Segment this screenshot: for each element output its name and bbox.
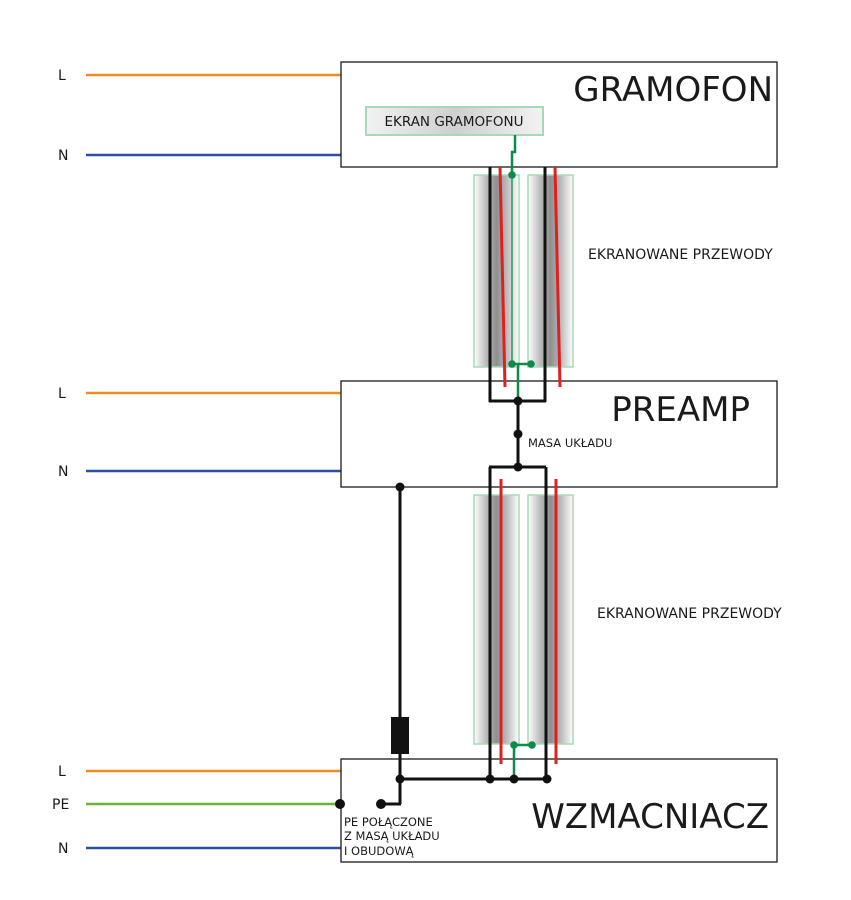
ground-junction (542, 774, 552, 784)
wzmacniacz-n-label: N (58, 841, 68, 857)
shield-sleeve (527, 174, 574, 368)
masa-ukladu-label: MASA UKŁADU (528, 436, 612, 450)
shield-junction (528, 741, 536, 749)
masa-ukladu-junction (513, 429, 523, 439)
chassis-ground-link (335, 482, 409, 809)
wzmacniacz-ground-bus (395, 774, 552, 784)
shielded-cables-upper (473, 135, 574, 402)
ground-resistor (391, 717, 409, 754)
pe-junction (335, 799, 345, 809)
wzmacniacz-box (340, 758, 778, 863)
preamp-chassis-junction (395, 482, 405, 492)
gramofon-n-label: N (58, 148, 68, 164)
preamp-title: PREAMP (611, 390, 750, 430)
shield-junction (508, 360, 516, 368)
pe-note-line-2: Z MASĄ UKŁADU (344, 829, 440, 843)
gramofon-title: GRAMOFON (573, 70, 773, 110)
wzmacniacz-title: WZMACNIACZ (531, 797, 769, 837)
shield-drain-wire (510, 135, 517, 175)
wzmacniacz-l-label: L (58, 764, 66, 780)
preamp-l-label: L (58, 386, 66, 402)
ground-junction (485, 774, 495, 784)
pe-note-line-1: PE POŁĄCZONE (344, 815, 433, 829)
signal-conductor (498, 166, 507, 388)
ekranowane-przewody-label-2: EKRANOWANE PRZEWODY (597, 606, 782, 622)
ekranowane-przewody-label-1: EKRANOWANE PRZEWODY (588, 247, 773, 263)
ground-junction (513, 396, 523, 406)
shield-sleeve (527, 494, 574, 745)
shield-junction (527, 360, 535, 368)
preamp-box (340, 380, 778, 488)
mains-wiring (86, 73, 400, 850)
ekran-gramofonu-label: EKRAN GRAMOFONU (384, 114, 523, 130)
preamp-ground-bus: MASA UKŁADU (489, 396, 612, 472)
ekran-gramofonu-box (365, 106, 544, 136)
wzmacniacz-pe-label: PE (52, 797, 69, 813)
gramofon-box (340, 61, 778, 168)
terminal-labels: L N L N L PE N (52, 68, 69, 857)
shield-sleeve (473, 494, 520, 745)
preamp-n-label: N (58, 464, 68, 480)
shielded-cables-lower (473, 467, 574, 779)
pe-note: PE POŁĄCZONE Z MASĄ UKŁADU I OBUDOWĄ (344, 815, 440, 858)
ground-junction (509, 774, 519, 784)
pe-note-line-3: I OBUDOWĄ (344, 844, 415, 858)
pe-junction (376, 799, 386, 809)
gramofon-l-label: L (58, 68, 66, 84)
signal-conductor (553, 166, 562, 388)
